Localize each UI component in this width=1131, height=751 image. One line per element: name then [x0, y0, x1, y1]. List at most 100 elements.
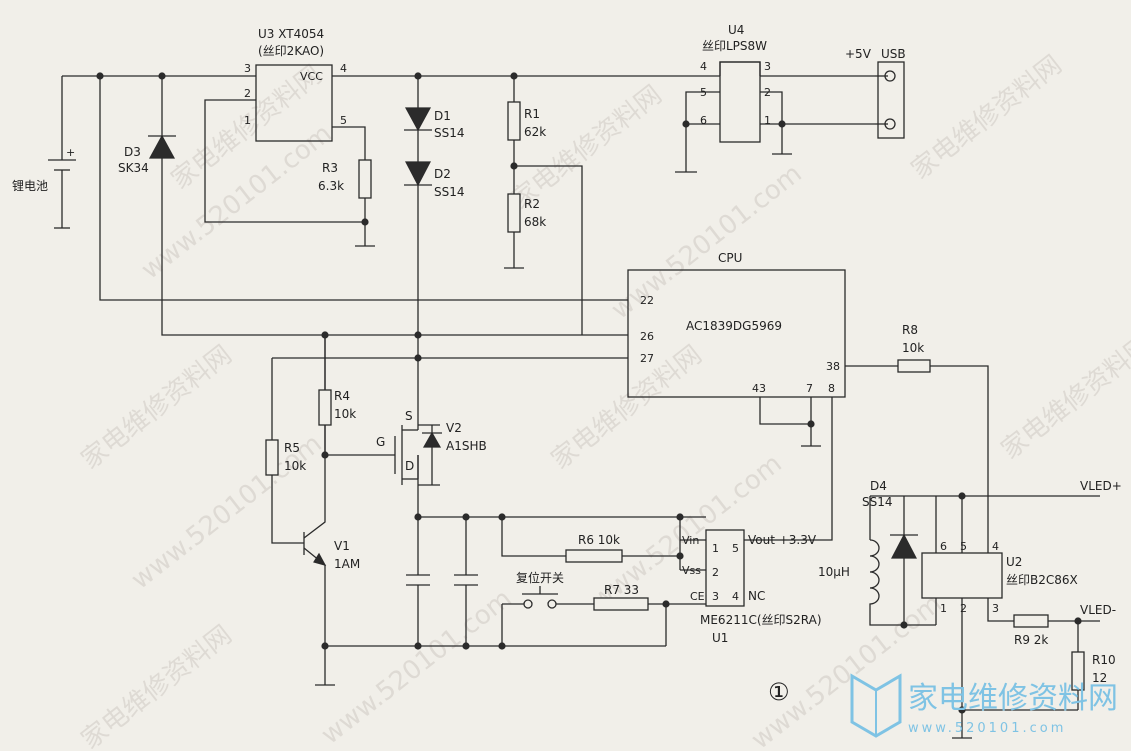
u2-pin-5: 5	[960, 540, 967, 553]
watermark-cn: 家电维修资料网	[996, 330, 1131, 466]
r9-resistor	[1013, 614, 1049, 628]
labels: U3 XT4054 (丝印2KAO) VCC 3 2 1 4 5 U4 丝印LP…	[12, 23, 1122, 706]
logo-cn: 家电维修资料网	[908, 681, 1118, 716]
u4-pin-2: 2	[764, 86, 771, 99]
r8-label: R8	[902, 323, 918, 337]
reset-switch-label: 复位开关	[516, 570, 564, 585]
cpu-pin-8: 8	[828, 382, 835, 395]
u2-pin-2: 2	[960, 602, 967, 615]
d2-label: D2	[434, 167, 451, 181]
r1-label: R1	[524, 107, 540, 121]
r2-resistor	[507, 193, 521, 233]
d3-diode	[148, 134, 176, 159]
u3-mark: (丝印2KAO)	[258, 44, 324, 58]
battery-label: 锂电池	[12, 178, 48, 193]
u1-pin-2: 2	[712, 566, 719, 579]
watermark-cn: 家电维修资料网	[76, 340, 238, 476]
cpu-pin-27: 27	[640, 352, 654, 365]
u3-pin-4: 4	[340, 62, 347, 75]
watermark-url: www.520101.com	[606, 159, 808, 326]
site-logo: 家电维修资料网 www.520101.com	[850, 673, 1118, 738]
junction-dots	[96, 72, 1082, 714]
vled-plus-label: VLED+	[1080, 479, 1122, 493]
r1-resistor	[507, 101, 521, 141]
cpu-chip	[627, 269, 846, 398]
u1-vss-label: Vss	[682, 564, 701, 577]
d1-part: SS14	[434, 126, 465, 140]
d3-part: SK34	[118, 161, 149, 175]
u3-pin-5: 5	[340, 114, 347, 127]
u4-pin-4: 4	[700, 60, 707, 73]
u4-pin-6: 6	[700, 114, 707, 127]
inductor-coil	[869, 539, 880, 606]
v1-label: V1	[334, 539, 350, 553]
r7-label: R7 33	[604, 583, 639, 597]
u2-title: U2	[1006, 555, 1022, 569]
r2-value: 68k	[524, 215, 546, 229]
v2-drain-label: D	[405, 459, 414, 473]
v1-emitter-arrow	[313, 552, 327, 566]
watermark-cn: 家电维修资料网	[76, 620, 238, 751]
u3-pin-1: 1	[244, 114, 251, 127]
d2-diode	[404, 161, 432, 187]
r5-resistor	[265, 439, 279, 476]
r3-label: R3	[322, 161, 338, 175]
battery-symbol: +	[48, 146, 76, 196]
u3-title: U3 XT4054	[258, 27, 324, 41]
reset-switch[interactable]	[522, 586, 558, 609]
cpu-pin-43: 43	[752, 382, 766, 395]
u1-chip	[705, 529, 745, 607]
r9-label: R9 2k	[1014, 633, 1048, 647]
u4-mark: 丝印LPS8W	[702, 39, 767, 53]
u2-chip	[921, 552, 1003, 599]
u3-chip	[255, 64, 333, 142]
watermark-cn: 家电维修资料网	[546, 340, 708, 476]
v1-part: 1AM	[334, 557, 360, 571]
u2-pin-1: 1	[940, 602, 947, 615]
u1-vin-label: Vin	[682, 534, 699, 547]
r1-value: 62k	[524, 125, 546, 139]
d2-part: SS14	[434, 185, 465, 199]
u1-nc-label: NC	[748, 589, 765, 603]
inductor-label: 10μH	[818, 565, 850, 579]
usb-connector	[877, 61, 905, 139]
r5-value: 10k	[284, 459, 306, 473]
u1-pin-4: 4	[732, 590, 739, 603]
u4-title: U4	[728, 23, 744, 37]
r4-label: R4	[334, 389, 350, 403]
plus5v-label: +5V	[845, 47, 872, 61]
u2-pin-3: 3	[992, 602, 999, 615]
svg-text:+: +	[66, 146, 75, 159]
d4-diode	[890, 520, 918, 559]
r5-label: R5	[284, 441, 300, 455]
cpu-pin-7: 7	[806, 382, 813, 395]
usb-label: USB	[881, 47, 906, 61]
u2-pin-6: 6	[940, 540, 947, 553]
figure-number: ①	[768, 678, 790, 706]
u3-pin-3: 3	[244, 62, 251, 75]
r10-value: 12	[1092, 671, 1107, 685]
r4-value: 10k	[334, 407, 356, 421]
watermark-url: www.520101.com	[316, 584, 518, 751]
d3-label: D3	[124, 145, 141, 159]
cpu-pin-38: 38	[826, 360, 840, 373]
u1-pin-1: 1	[712, 542, 719, 555]
r10-label: R10	[1092, 653, 1116, 667]
v2-part: A1SHB	[446, 439, 487, 453]
cpu-pin-26: 26	[640, 330, 654, 343]
u1-mark: ME6211C(丝印S2RA)	[700, 613, 822, 627]
v2-source-label: S	[405, 409, 413, 423]
u1-pin-3: 3	[712, 590, 719, 603]
u3-vcc-label: VCC	[300, 70, 323, 83]
vled-minus-label: VLED-	[1080, 603, 1116, 617]
d4-label: D4	[870, 479, 887, 493]
u4-pin-1: 1	[764, 114, 771, 127]
cpu-pin-22: 22	[640, 294, 654, 307]
u3-pin-2: 2	[244, 87, 251, 100]
d1-diode	[404, 107, 432, 132]
u1-vout-label: Vout +3.3V	[748, 533, 817, 547]
r3-resistor	[358, 159, 372, 199]
d1-label: D1	[434, 109, 451, 123]
r7-resistor	[593, 597, 649, 611]
